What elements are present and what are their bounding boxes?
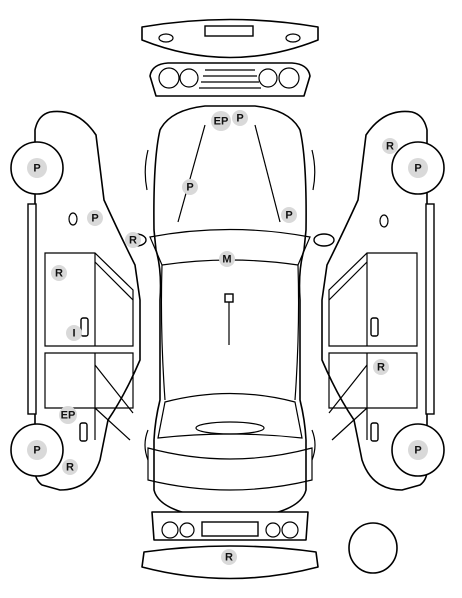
rear-panel[interactable] (151, 511, 309, 541)
marker-badge (221, 549, 237, 565)
marker-badge (281, 207, 297, 223)
damage-marker-right-rear-door[interactable]: R (373, 359, 389, 375)
marker-label: P (285, 210, 292, 222)
marker-badge (87, 210, 103, 226)
marker-label: EP (214, 116, 229, 128)
marker-badge (211, 111, 231, 131)
damage-marker-left-rear-bumper[interactable]: R (62, 459, 78, 475)
marker-badge (219, 251, 235, 267)
damage-marker-rear-bumper[interactable]: R (221, 549, 237, 565)
damage-marker-hood-top-2[interactable]: P (232, 110, 248, 126)
damage-marker-hood-right[interactable]: P (281, 207, 297, 223)
damage-markers: P P P P P R R I EP R R R EP P P P M R (27, 110, 428, 565)
damage-marker-hood-top-1[interactable]: EP (211, 111, 231, 131)
marker-label: R (66, 462, 74, 474)
marker-label: R (377, 362, 385, 374)
marker-label: P (414, 163, 421, 175)
marker-label: M (222, 254, 231, 266)
marker-label: P (414, 445, 421, 457)
damage-marker-left-front-fender[interactable]: P (87, 210, 103, 226)
marker-badge (62, 459, 78, 475)
damage-marker-hood-left[interactable]: P (182, 179, 198, 195)
damage-marker-roof[interactable]: M (219, 251, 235, 267)
car-body[interactable] (125, 105, 335, 521)
front-bumper[interactable] (141, 18, 319, 59)
marker-label: R (386, 141, 394, 153)
damage-marker-right-front-fender[interactable]: R (382, 138, 398, 154)
damage-marker-left-door-handle[interactable]: I (66, 325, 82, 341)
damage-marker-front-left-tyre[interactable]: P (27, 158, 47, 178)
marker-badge (27, 158, 47, 178)
marker-label: P (91, 213, 98, 225)
left-side-body[interactable] (27, 110, 141, 491)
damage-marker-rear-right-tyre[interactable]: P (408, 440, 428, 460)
marker-badge (232, 110, 248, 126)
marker-label: R (129, 235, 137, 247)
spare-tire[interactable] (348, 522, 398, 574)
marker-badge (408, 158, 428, 178)
damage-marker-left-front-door[interactable]: R (51, 265, 67, 281)
marker-label: P (186, 182, 193, 194)
marker-badge (59, 406, 77, 424)
marker-label: I (72, 328, 75, 340)
marker-label: EP (61, 410, 76, 422)
front-grille[interactable] (149, 62, 311, 97)
marker-badge (382, 138, 398, 154)
marker-label: R (225, 552, 233, 564)
damage-marker-front-right-tyre[interactable]: P (408, 158, 428, 178)
marker-badge (125, 232, 141, 248)
marker-badge (27, 440, 47, 460)
marker-badge (182, 179, 198, 195)
marker-badge (66, 325, 82, 341)
marker-label: P (33, 445, 40, 457)
marker-label: P (236, 113, 243, 125)
marker-badge (408, 440, 428, 460)
damage-marker-rear-left-tyre[interactable]: P (27, 440, 47, 460)
marker-label: P (33, 163, 40, 175)
marker-badge (51, 265, 67, 281)
damage-marker-left-mirror[interactable]: R (125, 232, 141, 248)
damage-marker-left-rear-quarter[interactable]: EP (59, 406, 77, 424)
marker-label: R (55, 268, 63, 280)
marker-badge (373, 359, 389, 375)
